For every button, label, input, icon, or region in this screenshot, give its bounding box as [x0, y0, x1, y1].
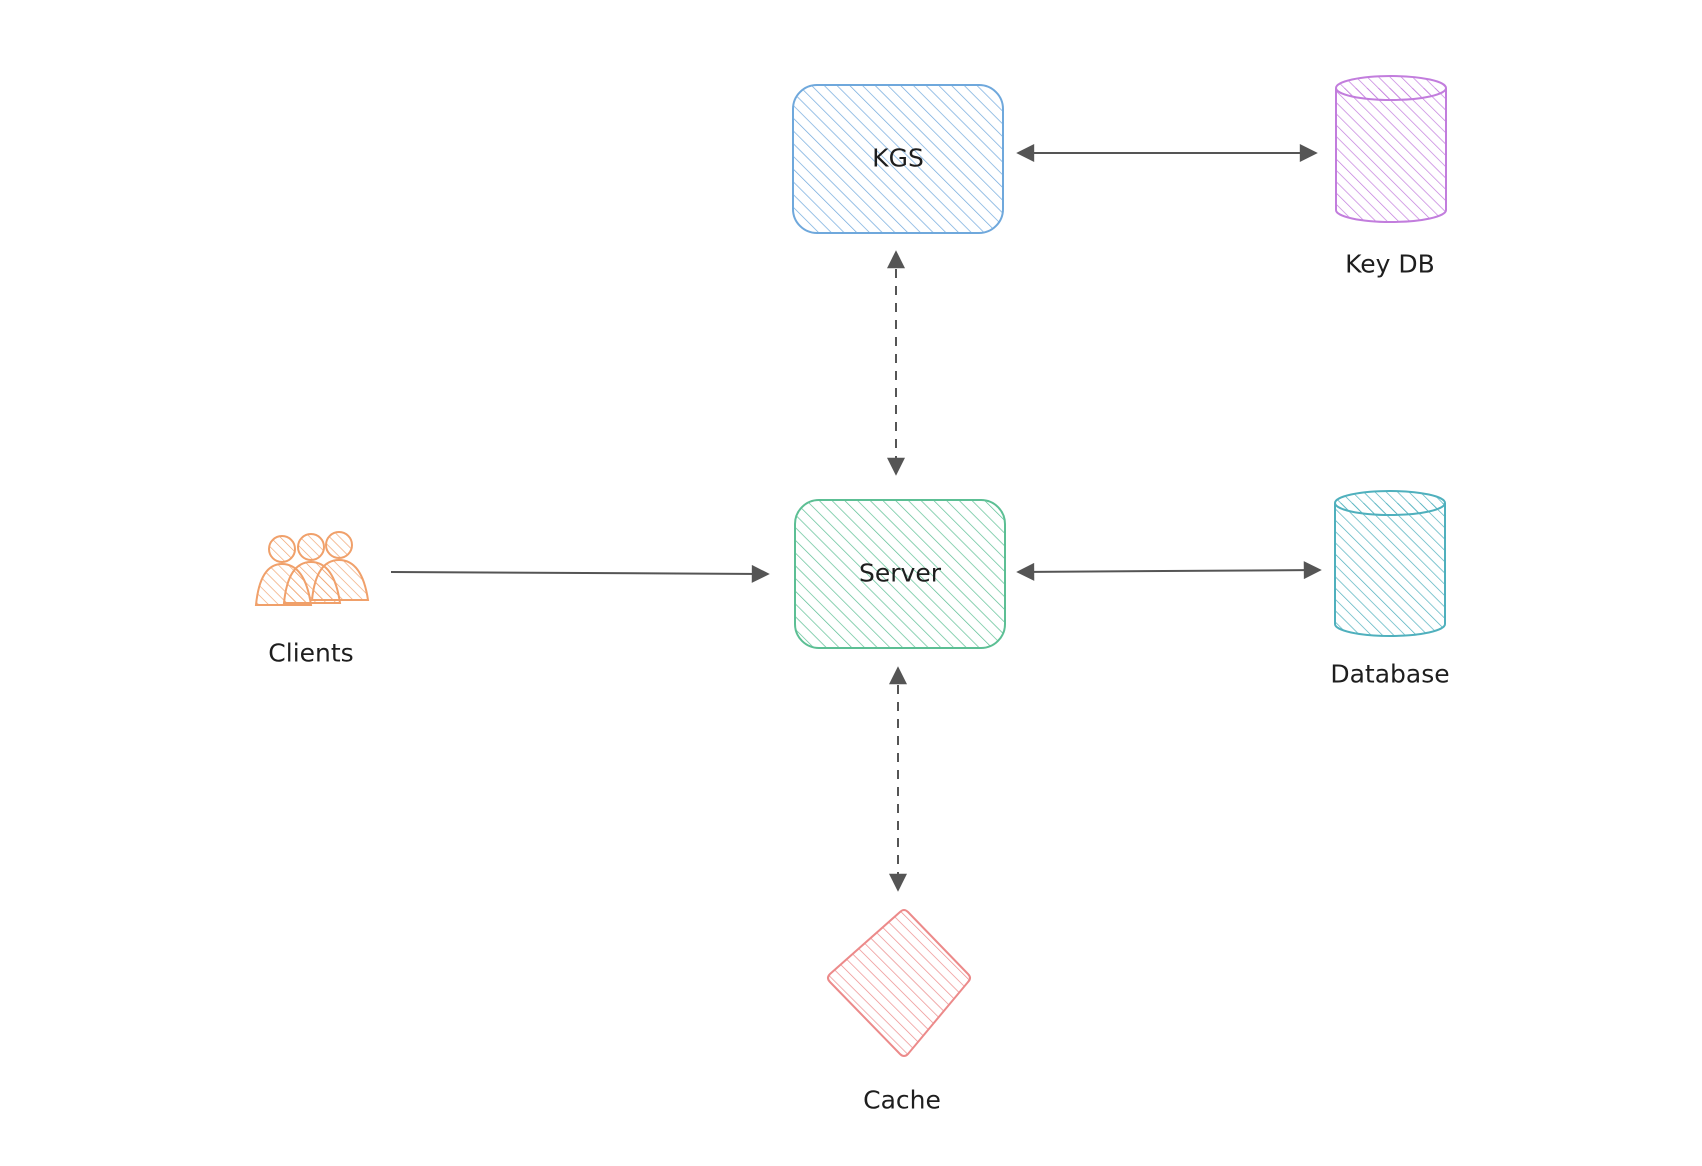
kgs-box[interactable] — [792, 84, 1004, 234]
edge-clients-server[interactable] — [390, 564, 770, 583]
node-clients[interactable]: Clients — [254, 531, 370, 668]
node-server[interactable]: Server — [794, 499, 1006, 649]
node-key-db[interactable]: Key DB — [1335, 75, 1447, 279]
database-cylinder-top — [1334, 490, 1446, 516]
key-db-label: Key DB — [1345, 250, 1435, 279]
server-label: Server — [859, 559, 942, 588]
users-icon[interactable] — [254, 531, 370, 606]
key-db-cylinder-top — [1335, 75, 1447, 101]
node-kgs[interactable]: KGS — [792, 84, 1004, 234]
cache-label: Cache — [863, 1086, 941, 1115]
clients-label: Clients — [268, 639, 353, 668]
database-label: Database — [1330, 660, 1449, 689]
database-cylinder-body[interactable] — [1334, 503, 1446, 637]
server-box[interactable] — [794, 499, 1006, 649]
edges — [390, 144, 1322, 892]
key-db-cylinder-body[interactable] — [1335, 88, 1447, 223]
node-cache[interactable]: Cache — [827, 909, 971, 1115]
kgs-label: KGS — [872, 144, 924, 173]
node-database[interactable]: Database — [1330, 490, 1450, 689]
cache-diamond[interactable] — [827, 909, 971, 1057]
edge-server-database[interactable] — [1016, 561, 1322, 581]
